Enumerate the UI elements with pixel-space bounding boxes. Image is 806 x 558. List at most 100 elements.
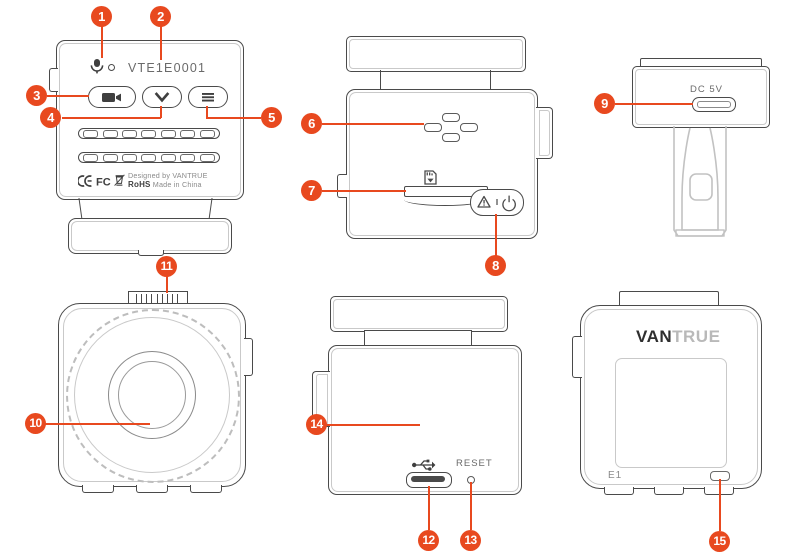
callout-badge-11[interactable]: 11: [156, 256, 177, 277]
speaker-slot-bottom: [442, 133, 460, 142]
callout-badge-6[interactable]: 6: [301, 113, 322, 134]
leader-line-7: [322, 190, 406, 192]
base-nub: [138, 250, 164, 256]
callout-badge-3[interactable]: 3: [26, 85, 47, 106]
speaker-slot-left: [424, 123, 442, 132]
leader-line-5a: [206, 106, 208, 118]
leader-line-9: [615, 103, 693, 105]
microphone-hole-icon: [108, 64, 115, 71]
callout-badge-12[interactable]: 12: [418, 530, 439, 551]
lens-outer-ring: [74, 317, 230, 473]
down-button[interactable]: [142, 86, 182, 108]
emergency-power-button[interactable]: [470, 189, 524, 216]
leader-line-6: [322, 123, 424, 125]
mount-neck-right: [490, 70, 491, 90]
device-left-side: [328, 345, 522, 495]
fcc-mark-icon: FC: [96, 176, 111, 187]
leader-line-10: [45, 423, 150, 425]
warning-triangle-icon: [477, 195, 491, 208]
mount-neck-left: [380, 70, 381, 90]
screen-side-tab: [572, 336, 582, 378]
vent-strip-bottom: [78, 152, 220, 163]
lens-glass: [118, 361, 186, 429]
designed-by-text: Designed by VANTRUE: [128, 171, 208, 180]
leader-line-12: [428, 486, 430, 530]
front-foot-right: [190, 485, 222, 493]
brand-logo: VANTRUE: [636, 327, 720, 347]
leader-line-3: [47, 95, 89, 97]
usb-port-inner: [411, 476, 445, 482]
left-side-inner-edge: [331, 348, 519, 492]
cap-inner-edge: [349, 39, 523, 69]
callout-badge-14[interactable]: 14: [306, 414, 327, 435]
dc-power-label: DC 5V: [690, 84, 723, 95]
leader-line-4b: [62, 117, 161, 119]
leader-line-13: [470, 482, 472, 530]
hamburger-menu-icon: [202, 93, 214, 102]
callout-badge-9[interactable]: 9: [594, 93, 615, 114]
callout-badge-15[interactable]: 15: [709, 531, 730, 552]
front-side-tab: [244, 338, 253, 376]
microsd-card-icon: [424, 170, 437, 185]
leader-line-4a: [160, 106, 162, 118]
leader-line-11: [166, 275, 168, 293]
stand-leg-right: [198, 198, 213, 220]
mount-cap: [346, 36, 526, 72]
side-lug-right-inner: [539, 110, 550, 156]
device-back-panel: [56, 40, 244, 200]
cap-2-inner-edge: [333, 299, 505, 329]
microphone-icon: [90, 59, 104, 74]
power-button-icons: [477, 195, 516, 212]
ce-mark-icon: [78, 174, 92, 187]
mount-top-inner-edge: [635, 69, 767, 125]
record-button[interactable]: [88, 86, 136, 108]
front-foot-center: [136, 485, 168, 493]
right-side-inner-edge: [349, 92, 535, 236]
svg-text:FC: FC: [96, 176, 111, 187]
callout-badge-4[interactable]: 4: [40, 107, 61, 128]
leader-line-14: [326, 424, 420, 426]
callout-badge-5[interactable]: 5: [261, 107, 282, 128]
weee-bin-icon: [114, 174, 125, 187]
camera-lens: [108, 351, 196, 439]
video-camera-icon: [102, 93, 121, 102]
rohs-text: RoHS: [128, 179, 151, 189]
screen-foot-left: [604, 487, 634, 495]
speaker-slot-top: [442, 113, 460, 122]
mount-base: [68, 218, 232, 254]
leader-line-8: [495, 214, 497, 258]
callout-badge-1[interactable]: 1: [91, 6, 112, 27]
mount-connector: [128, 291, 188, 305]
chevron-down-icon: [154, 92, 170, 103]
leader-line-1: [101, 24, 103, 58]
leader-line-15: [719, 479, 721, 531]
vent-strip-top: [78, 128, 220, 139]
power-icon: [502, 195, 516, 212]
certification-text-block: Designed by VANTRUE RoHS Made in China: [128, 171, 208, 189]
model-label: E1: [608, 470, 623, 481]
side-lug-right: [536, 107, 553, 159]
serial-number-label: VTE1E0001: [128, 61, 207, 75]
callout-badge-2[interactable]: 2: [150, 6, 171, 27]
mount-cap-2: [330, 296, 508, 332]
lens-knurled-ring: [66, 309, 240, 483]
certification-marks: FC Designed by VANTRUE RoHS Made in Chin…: [78, 171, 208, 189]
speaker-slot-right: [460, 123, 478, 132]
display-screen: [615, 358, 727, 468]
logo-van: VAN: [636, 327, 673, 346]
usb-icon: [412, 459, 436, 471]
made-in-text: Made in China: [152, 179, 202, 189]
suction-mount-arm: [673, 126, 727, 237]
callout-badge-8[interactable]: 8: [485, 255, 506, 276]
leader-line-2: [160, 24, 162, 60]
menu-button[interactable]: [188, 86, 228, 108]
sd-slot-shadow: [404, 193, 486, 206]
callout-badge-7[interactable]: 7: [301, 180, 322, 201]
callout-badge-10[interactable]: 10: [25, 413, 46, 434]
dc-port-inner: [697, 101, 731, 108]
callout-badge-13[interactable]: 13: [460, 530, 481, 551]
front-foot-left: [82, 485, 114, 493]
mount-connector-ribs: [136, 294, 178, 303]
screen-foot-center: [654, 487, 684, 495]
